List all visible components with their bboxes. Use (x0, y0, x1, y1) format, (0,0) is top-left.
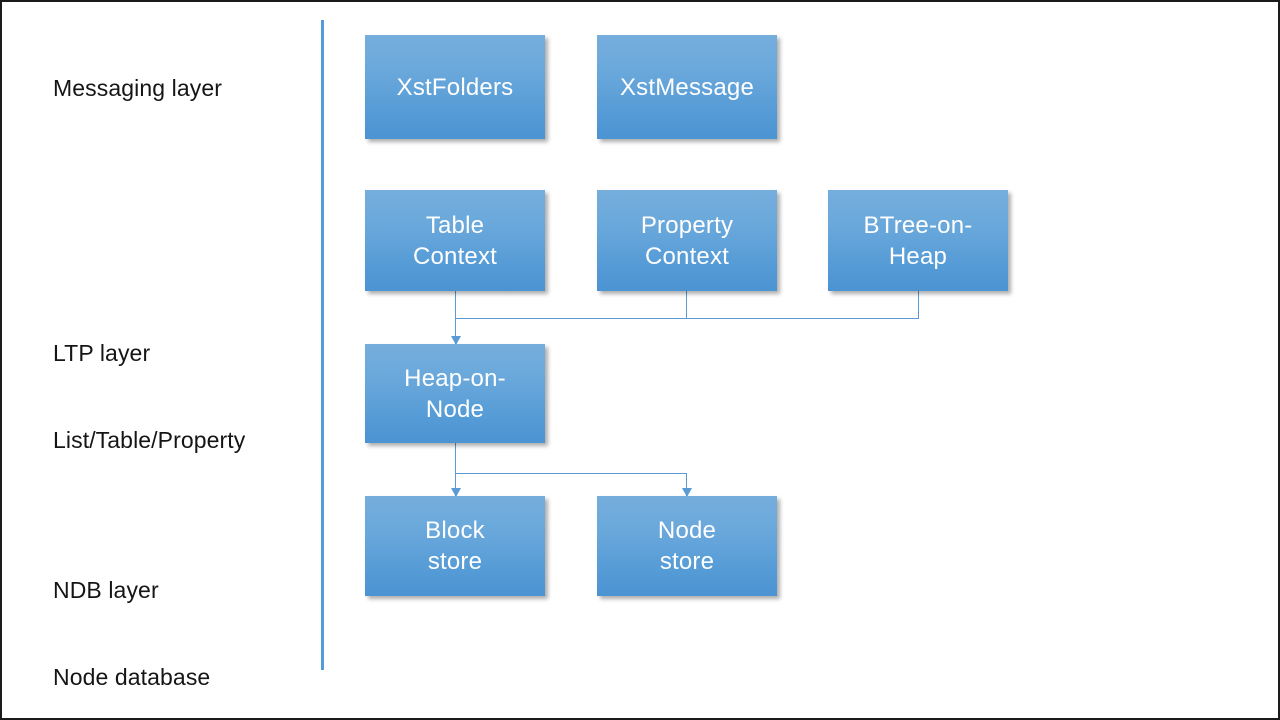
node-block-store-label: Block store (425, 517, 485, 575)
node-heap-on-node[interactable]: Heap-on- Node (365, 344, 545, 443)
connector-ndb-bus (455, 473, 687, 474)
node-xst-message-label: XstMessage (619, 73, 755, 101)
layer-label-ndb: NDB layer Node database (53, 518, 211, 718)
node-xst-folders[interactable]: XstFolders (365, 35, 545, 139)
layer-label-ltp-line1: LTP layer (53, 340, 151, 366)
connector-heap-on-node-exit (455, 443, 456, 474)
node-xst-message[interactable]: XstMessage (597, 35, 777, 139)
node-btree-on-heap-label: BTree-on- Heap (863, 211, 973, 270)
layer-label-ltp-line2: List/Table/Property (53, 427, 246, 453)
arrowhead-into-node-store (682, 488, 692, 497)
arrowhead-into-heap-on-node (451, 336, 461, 345)
node-heap-on-node-label: Heap-on- Node (404, 364, 506, 423)
connector-node-store-entry (686, 473, 687, 496)
node-btree-on-heap[interactable]: BTree-on- Heap (828, 190, 1008, 291)
node-node-store[interactable]: Node store (597, 496, 777, 596)
layer-label-ltp: LTP layer List/Table/Property (53, 281, 245, 513)
node-table-context-label: Table Context (412, 211, 498, 270)
layer-label-messaging-line1: Messaging layer (53, 75, 222, 101)
connector-property-context-drop (686, 291, 687, 319)
node-block-store[interactable]: Block store (365, 496, 545, 596)
layer-label-messaging: Messaging layer (53, 74, 222, 103)
node-property-context[interactable]: Property Context (597, 190, 777, 291)
node-table-context[interactable]: Table Context (365, 190, 545, 291)
connector-block-store-entry (455, 473, 456, 496)
connector-heap-on-node-entry (455, 318, 456, 344)
node-node-store-label: Node store (657, 517, 717, 575)
arrowhead-into-block-store (451, 488, 461, 497)
vertical-divider-rule (321, 20, 324, 670)
node-property-context-label: Property Context (640, 211, 734, 270)
layer-label-ndb-line1: NDB layer (53, 577, 159, 603)
connector-table-context-drop (455, 291, 456, 319)
connector-btree-on-heap-drop (918, 291, 919, 319)
layer-label-ndb-line2: Node database (53, 664, 211, 690)
connector-ltp-bus (455, 318, 919, 319)
node-xst-folders-label: XstFolders (396, 73, 514, 101)
